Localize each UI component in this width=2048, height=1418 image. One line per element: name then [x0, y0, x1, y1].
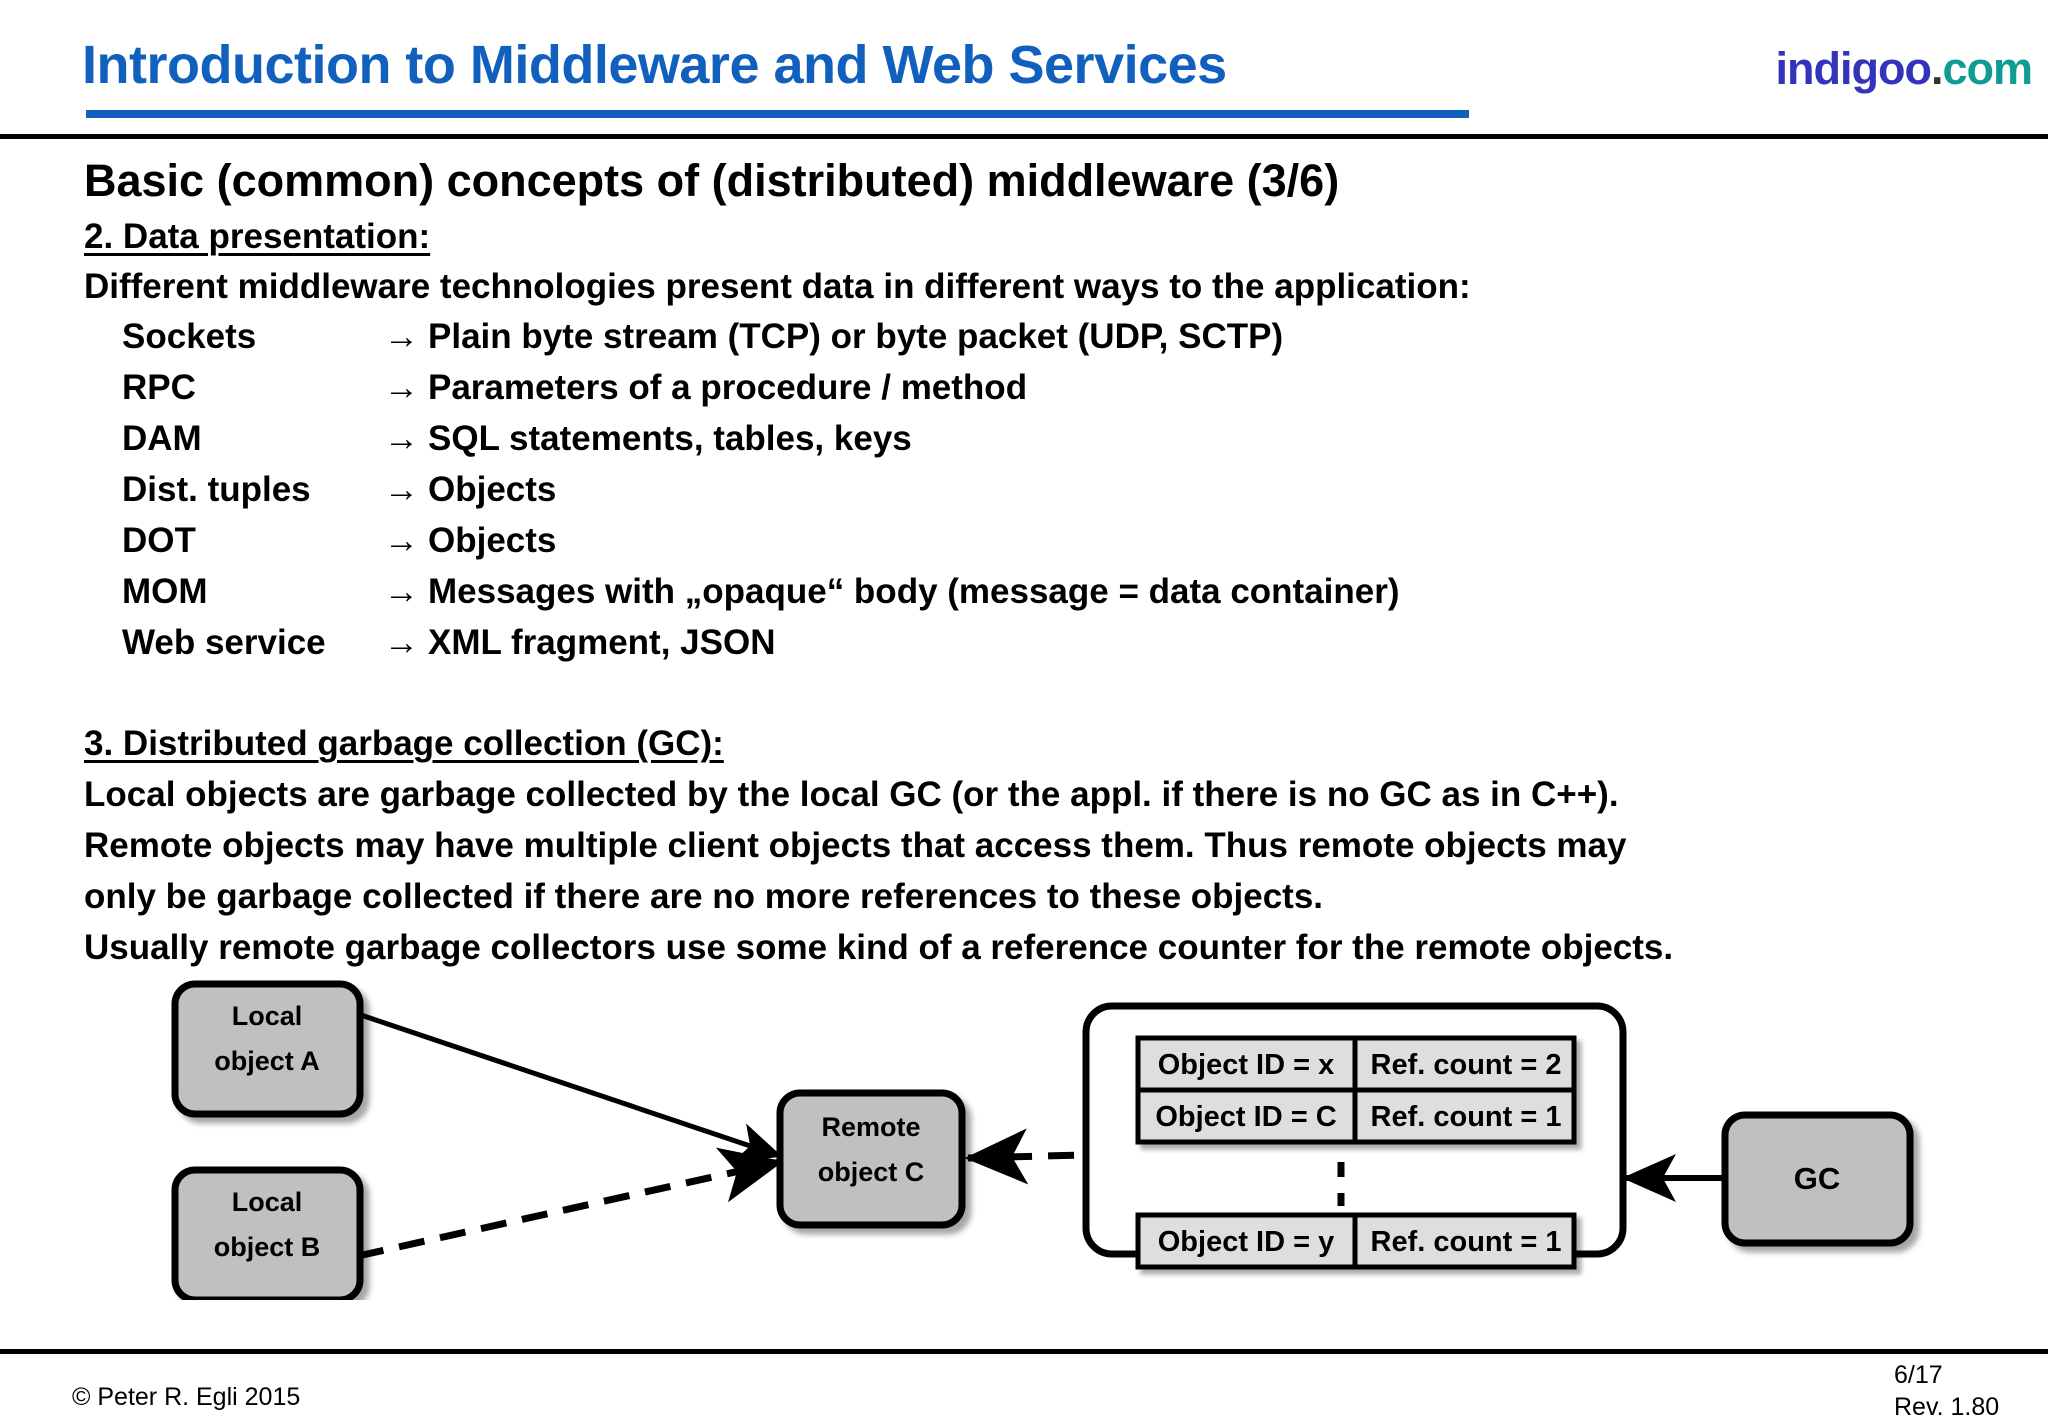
reference-table-rows-top: [1135, 1035, 1577, 1145]
arrow-right-icon: →: [384, 521, 419, 560]
table-cell-object-id: Object ID = C: [1155, 1101, 1336, 1133]
technology-description: Objects: [428, 521, 557, 560]
page-number: 6/17: [1894, 1361, 1943, 1389]
gc-label: GC: [1794, 1161, 1841, 1196]
logo-dot-text: .: [1930, 43, 1943, 94]
footer-copyright: © Peter R. Egli 2015: [72, 1383, 301, 1411]
arrow-right-icon: →: [384, 368, 419, 407]
remote-object-c-label-line1: Remote: [821, 1112, 920, 1142]
indigoo-logo[interactable]: indigoo.com: [1776, 43, 2033, 95]
technology-name: DOT: [122, 521, 196, 560]
list-item: DOT →Objects: [122, 521, 1400, 572]
slide-header: Introduction to Middleware and Web Servi…: [0, 0, 2048, 139]
table-cell-ref-count: Ref. count = 2: [1371, 1049, 1562, 1081]
table-cell-object-id: Object ID = x: [1158, 1049, 1334, 1081]
section-3-heading: 3. Distributed garbage collection (GC):: [84, 724, 724, 763]
paragraph-line: Remote objects may have multiple client …: [84, 826, 1627, 865]
local-object-a-label-line1: Local: [232, 1001, 303, 1031]
page-title-underline: [86, 110, 1469, 118]
gc-box[interactable]: GC: [1721, 1111, 1914, 1247]
arrow-right-icon: →: [384, 572, 419, 611]
local-object-b-label-line1: Local: [232, 1187, 303, 1217]
remote-object-c-label-line2: object C: [818, 1157, 925, 1187]
edge-local-b-to-remote-c: [357, 1147, 784, 1260]
local-object-a-box[interactable]: Local object A: [171, 980, 364, 1118]
technology-name: Dist. tuples: [122, 470, 311, 509]
paragraph-line: only be garbage collected if there are n…: [84, 877, 1324, 916]
technology-name: DAM: [122, 419, 202, 458]
remote-object-c-box[interactable]: Remote object C: [776, 1089, 966, 1229]
page-title: Introduction to Middleware and Web Servi…: [82, 35, 1227, 95]
list-item: DAM →SQL statements, tables, keys: [122, 419, 1400, 470]
technology-description: XML fragment, JSON: [428, 623, 776, 662]
table-cell-object-id: Object ID = y: [1158, 1226, 1334, 1258]
list-item: Web service →XML fragment, JSON: [122, 623, 1400, 674]
slide-title: Basic (common) concepts of (distributed)…: [84, 155, 1340, 206]
technology-name: RPC: [122, 368, 196, 407]
list-item: Dist. tuples →Objects: [122, 470, 1400, 521]
technology-description: SQL statements, tables, keys: [428, 419, 912, 458]
technology-name: Sockets: [122, 317, 257, 356]
arrow-right-icon: →: [384, 623, 419, 662]
arrow-right-icon: →: [384, 419, 419, 458]
technology-description: Plain byte stream (TCP) or byte packet (…: [428, 317, 1284, 356]
list-item: Sockets →Plain byte stream (TCP) or byte …: [122, 317, 1400, 368]
edge-local-a-to-remote-c: [357, 1011, 783, 1162]
logo-tld-text: com: [1942, 43, 2033, 94]
technology-description: Parameters of a procedure / method: [428, 368, 1028, 407]
header-divider: [0, 134, 2048, 139]
list-item: RPC →Parameters of a procedure / method: [122, 368, 1400, 419]
technology-name: MOM: [122, 572, 208, 611]
logo-name-text: indigoo: [1775, 43, 1932, 94]
table-cell-ref-count: Ref. count = 1: [1371, 1101, 1562, 1133]
paragraph-line: Local objects are garbage collected by t…: [84, 775, 1619, 814]
technology-description: Messages with „opaque“ body (message = d…: [428, 572, 1400, 611]
reference-table-row-bottom: [1135, 1212, 1577, 1270]
local-object-b-box[interactable]: Local object B: [171, 1166, 364, 1300]
local-object-b-label-line2: object B: [214, 1232, 321, 1262]
technology-name: Web service: [122, 623, 326, 662]
gc-reference-counting-diagram: Local object A Local object B Remote obj…: [0, 960, 2048, 1300]
table-cell-ref-count: Ref. count = 1: [1371, 1226, 1562, 1258]
local-object-a-label-line2: object A: [214, 1046, 320, 1076]
technology-mapping-list: Sockets→Plain byte stream (TCP) or byte …: [122, 317, 1400, 674]
paragraph-line: Usually remote garbage collectors use so…: [84, 928, 1674, 967]
footer-divider: [0, 1349, 2048, 1354]
section-3-paragraph: Local objects are garbage collected by t…: [84, 775, 1673, 979]
arrow-right-icon: →: [384, 317, 419, 356]
revision-label: Rev. 1.80: [1894, 1393, 2000, 1418]
technology-description: Objects: [428, 470, 557, 509]
list-item: MOM →Messages with „opaque“ body (message…: [122, 572, 1400, 623]
section-2-intro: Different middleware technologies presen…: [84, 267, 1471, 306]
reference-table-container: Object ID = x Ref. count = 2 Object ID =…: [1082, 1002, 1627, 1270]
section-2-heading: 2. Data presentation:: [84, 217, 431, 256]
edge-table-to-remote-c: [964, 1128, 1159, 1185]
arrow-right-icon: →: [384, 470, 419, 509]
